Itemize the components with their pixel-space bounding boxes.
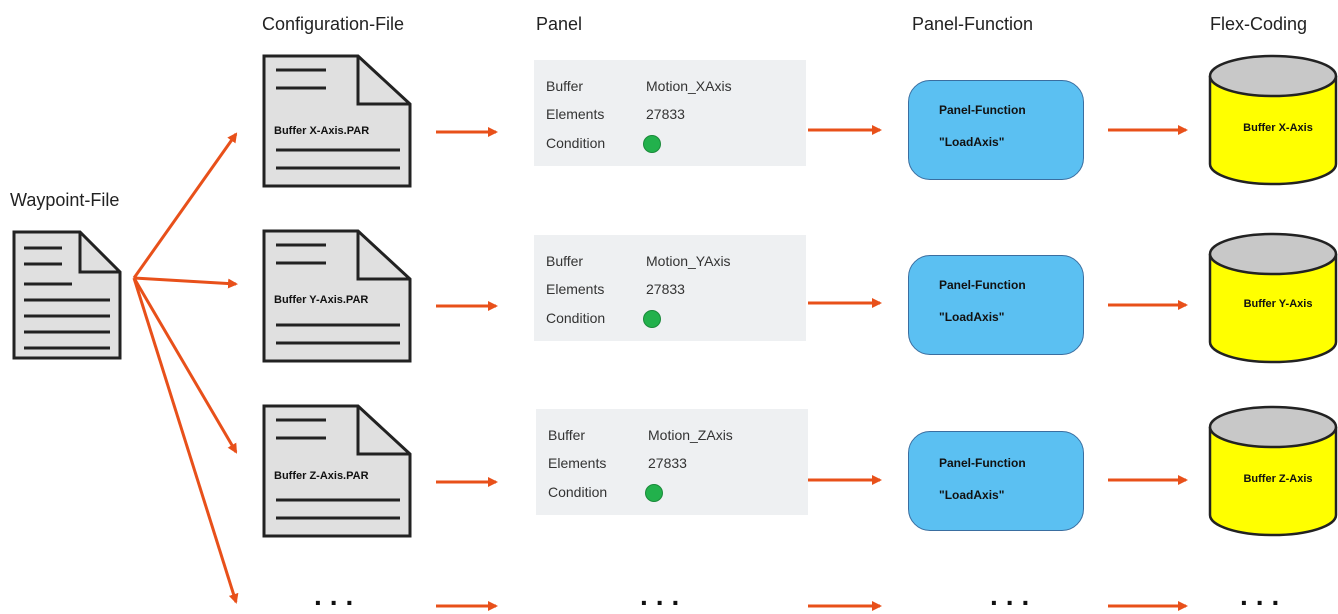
function-argument: "LoadAxis" bbox=[939, 310, 1005, 324]
panel-function-y: Panel-Function "LoadAxis" bbox=[908, 255, 1084, 355]
arrow-waypoint-to-more bbox=[132, 277, 239, 604]
buffer-cylinder-x bbox=[1208, 54, 1338, 186]
panel-elements-value: 27833 bbox=[648, 455, 687, 471]
ellipsis-flex: ... bbox=[1240, 580, 1288, 611]
function-name: Panel-Function bbox=[939, 456, 1026, 470]
header-panel-function: Panel-Function bbox=[912, 14, 1034, 34]
ellipsis-panel: ... bbox=[640, 580, 688, 611]
panel-buffer-value: Motion_XAxis bbox=[646, 78, 732, 94]
panel-condition-label: Condition bbox=[546, 310, 606, 326]
panel-buffer-value: Motion_YAxis bbox=[646, 253, 731, 269]
config-document-icon-x bbox=[262, 54, 412, 188]
config-file-label-x: Buffer X-Axis.PAR bbox=[274, 125, 370, 137]
panel-buffer-label: Buffer bbox=[546, 78, 584, 94]
panel-elements-value: 27833 bbox=[646, 106, 685, 122]
arrow-waypoint-to-x bbox=[132, 132, 238, 279]
waypoint-document-icon bbox=[12, 230, 122, 360]
header-flex-coding: Flex-Coding bbox=[1210, 14, 1308, 34]
panel-y: Buffer Motion_YAxis Elements 27833 Condi… bbox=[534, 235, 806, 341]
panel-buffer-label: Buffer bbox=[546, 253, 584, 269]
ellipsis-function: ... bbox=[990, 580, 1038, 611]
function-name: Panel-Function bbox=[939, 278, 1026, 292]
panel-elements-label: Elements bbox=[548, 455, 607, 471]
panel-elements-label: Elements bbox=[546, 281, 605, 297]
condition-indicator bbox=[643, 310, 661, 328]
buffer-cylinder-y bbox=[1208, 232, 1338, 364]
panel-condition-label: Condition bbox=[548, 484, 608, 500]
ellipsis-config: ... bbox=[314, 580, 362, 611]
config-file-label-y: Buffer Y-Axis.PAR bbox=[274, 294, 369, 306]
condition-indicator bbox=[643, 135, 661, 153]
function-argument: "LoadAxis" bbox=[939, 488, 1005, 502]
arrow-waypoint-to-y bbox=[133, 276, 238, 289]
function-argument: "LoadAxis" bbox=[939, 135, 1005, 149]
panel-function-x: Panel-Function "LoadAxis" bbox=[908, 80, 1084, 180]
buffer-label-x: Buffer X-Axis bbox=[1243, 122, 1313, 134]
config-document-icon-z bbox=[262, 404, 412, 538]
header-configuration-file: Configuration-File bbox=[262, 14, 405, 34]
panel-elements-value: 27833 bbox=[646, 281, 685, 297]
function-name: Panel-Function bbox=[939, 103, 1026, 117]
panel-z: Buffer Motion_ZAxis Elements 27833 Condi… bbox=[536, 409, 808, 515]
header-panel: Panel bbox=[536, 14, 583, 34]
panel-elements-label: Elements bbox=[546, 106, 605, 122]
arrow-waypoint-to-z bbox=[132, 277, 238, 454]
condition-indicator bbox=[645, 484, 663, 502]
panel-buffer-value: Motion_ZAxis bbox=[648, 427, 733, 443]
buffer-label-y: Buffer Y-Axis bbox=[1243, 298, 1313, 310]
buffer-label-z: Buffer Z-Axis bbox=[1243, 473, 1313, 485]
panel-x: Buffer Motion_XAxis Elements 27833 Condi… bbox=[534, 60, 806, 166]
header-waypoint-file: Waypoint-File bbox=[10, 190, 120, 210]
buffer-cylinder-z bbox=[1208, 405, 1338, 537]
panel-function-z: Panel-Function "LoadAxis" bbox=[908, 431, 1084, 531]
config-document-icon-y bbox=[262, 229, 412, 363]
panel-buffer-label: Buffer bbox=[548, 427, 586, 443]
config-file-label-z: Buffer Z-Axis.PAR bbox=[274, 470, 369, 482]
panel-condition-label: Condition bbox=[546, 135, 606, 151]
